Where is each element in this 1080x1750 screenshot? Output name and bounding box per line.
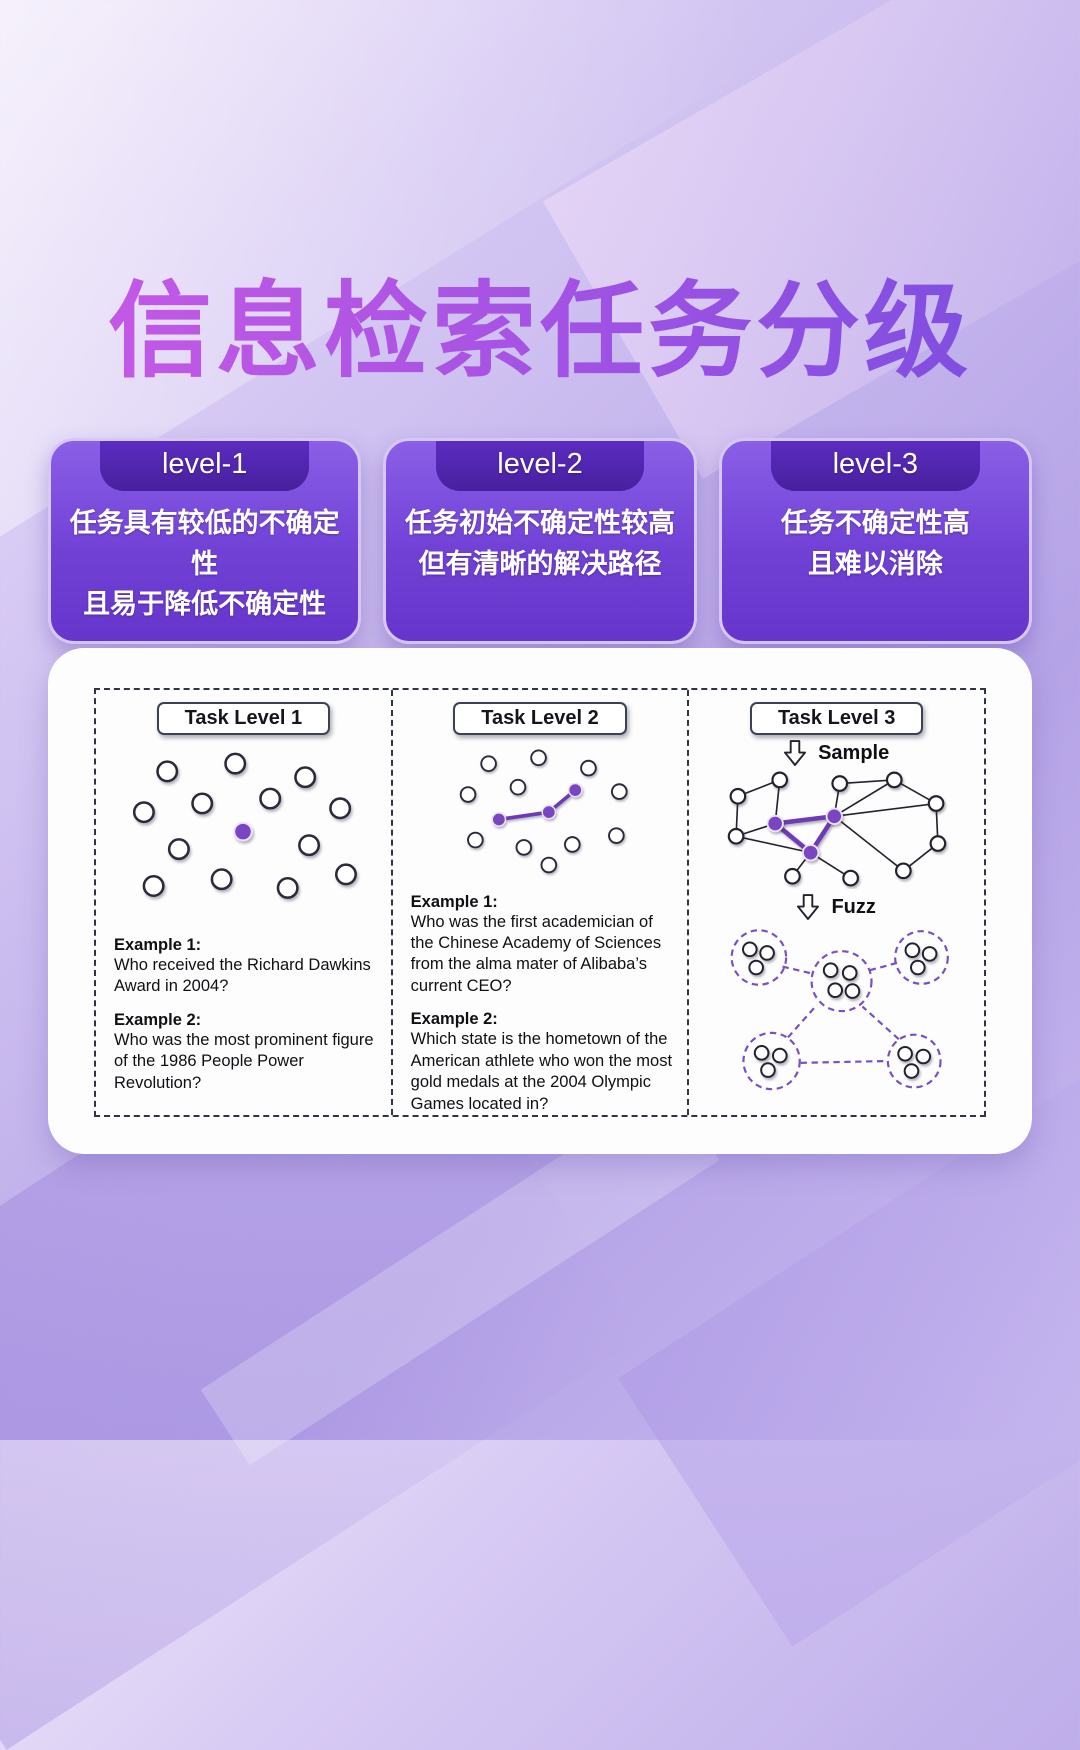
task-level-1-examples: Example 1: Who received the Richard Dawk… (96, 921, 391, 1094)
fuzz-label: Fuzz (831, 895, 876, 918)
task-level-2-column: Task Level 2 (390, 690, 688, 1116)
sample-label: Sample (818, 741, 890, 764)
dashed-container: Task Level 1 Example 1: Who received the… (94, 688, 986, 1117)
example-1-label: Example 1: (410, 892, 498, 911)
down-arrow-icon (797, 893, 820, 920)
network-graph-diagram (727, 771, 946, 887)
task-levels-panel: Task Level 1 Example 1: Who received the… (48, 648, 1032, 1154)
level-3-card: level-3 任务不确定性高 且难以消除 (718, 438, 1032, 644)
level-2-description: 任务初始不确定性较高 但有清晰的解决路径 (386, 491, 693, 600)
level-3-description: 任务不确定性高 且难以消除 (722, 491, 1029, 600)
bg-streak (542, 0, 1080, 479)
task-level-1-column: Task Level 1 Example 1: Who received the… (96, 690, 391, 1115)
level-2-card: level-2 任务初始不确定性较高 但有清晰的解决路径 (383, 438, 697, 644)
level-3-line1: 任务不确定性高 (780, 508, 970, 538)
level-1-line1: 任务具有较低的不确定性 (69, 508, 340, 579)
bg-streak (618, 1073, 1080, 1647)
level-2-badge: level-2 (435, 441, 645, 491)
example-1-text: Who was the first academician of the Chi… (410, 912, 662, 995)
page-title: 信息检索任务分级 (0, 246, 1080, 397)
sample-step: Sample (784, 739, 889, 767)
level-1-line2: 且易于降低不确定性 (83, 589, 327, 619)
level-cards-row: level-1 任务具有较低的不确定性 且易于降低不确定性 level-2 任务… (48, 438, 1032, 644)
level-1-description: 任务具有较低的不确定性 且易于降低不确定性 (51, 491, 358, 641)
example-2-label: Example 2: (410, 1010, 498, 1029)
level-1-badge: level-1 (100, 441, 310, 491)
level-2-line1: 任务初始不确定性较高 (404, 508, 675, 538)
level-1-card: level-1 任务具有较低的不确定性 且易于降低不确定性 (48, 438, 362, 644)
example-1-text: Who received the Richard Dawkins Award i… (114, 956, 371, 996)
example-1-label: Example 1: (114, 936, 202, 954)
level-3-badge: level-3 (770, 441, 980, 491)
level-3-line2: 且难以消除 (807, 548, 943, 579)
task-level-1-scatter-diagram (133, 752, 358, 899)
example-2-label: Example 2: (114, 1010, 202, 1029)
example-2-text: Who was the most prominent figure of the… (114, 1030, 374, 1092)
task-level-3-column: Task Level 3 Sample (687, 690, 984, 1115)
example-2-text: Which state is the hometown of the Ameri… (410, 1030, 673, 1113)
task-level-3-header: Task Level 3 (749, 702, 924, 735)
fuzz-step: Fuzz (797, 893, 876, 921)
level-2-line2: 但有清晰的解决路径 (418, 548, 662, 579)
task-level-2-examples: Example 1: Who was the first academician… (393, 878, 688, 1116)
down-arrow-icon (784, 739, 807, 766)
cluster-diagram (730, 929, 949, 1091)
task-level-1-header: Task Level 1 (156, 702, 331, 735)
task-level-2-scatter-diagram (459, 749, 628, 874)
task-level-2-header: Task Level 2 (453, 702, 627, 735)
